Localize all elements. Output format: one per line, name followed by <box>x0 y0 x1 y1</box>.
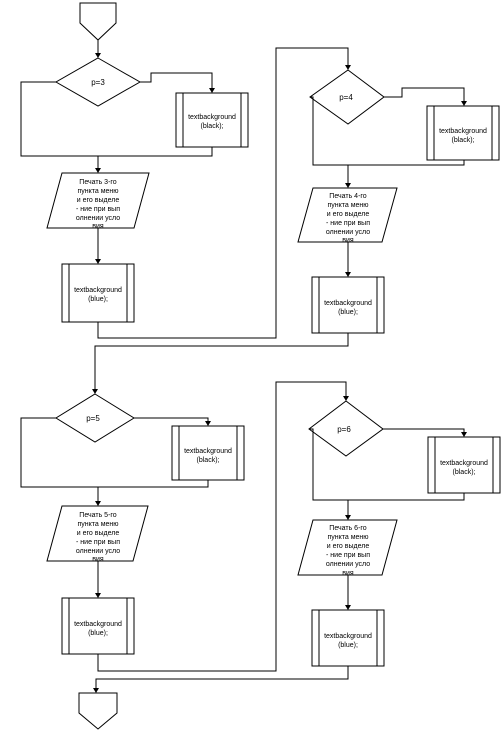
entry-connector <box>79 2 117 41</box>
print-line4: - ние при вып <box>76 539 120 546</box>
process-yes-line2: (black); <box>201 123 224 130</box>
process-no-line2: (blue); <box>338 309 358 316</box>
print-line2: пункта меню <box>327 534 368 541</box>
block-p6: p=6 textbackground (black); Печать 6-го … <box>93 400 501 693</box>
exit-connector <box>78 692 118 730</box>
process-box-yes <box>426 105 500 161</box>
process-box-no <box>61 263 135 323</box>
process-box-no <box>311 276 385 334</box>
process-box-yes <box>171 425 245 481</box>
print-line3: и его выделе <box>77 530 120 537</box>
print-line6: вия <box>342 237 354 244</box>
print-line4: - ние при вып <box>326 220 370 227</box>
process-no-line2: (blue); <box>88 296 108 303</box>
print-line6: вия <box>92 223 104 230</box>
process-no-line2: (blue); <box>88 630 108 637</box>
process-yes-line2: (black); <box>197 457 220 464</box>
print-parallelogram <box>46 172 150 229</box>
block-p3: p=3 textbackground (black); Печать 3-го … <box>20 40 351 339</box>
print-line5: олнении усло <box>76 215 120 222</box>
decision-diamond <box>55 393 135 443</box>
process-yes-line2: (black); <box>452 137 475 144</box>
process-no-line1: textbackground <box>74 287 122 294</box>
decision-label: p=3 <box>91 78 105 87</box>
print-line5: олнении усло <box>326 561 370 568</box>
print-parallelogram <box>46 505 149 562</box>
process-yes-line1: textbackground <box>188 114 236 121</box>
print-line1: Печать 3-го <box>79 179 116 186</box>
decision-diamond <box>54 57 142 107</box>
process-box-no <box>311 609 385 667</box>
process-yes-line1: textbackground <box>439 128 487 135</box>
decision-label: p=6 <box>337 425 351 434</box>
print-line2: пункта меню <box>327 202 368 209</box>
print-line6: вия <box>342 570 354 577</box>
print-line2: пункта меню <box>77 188 118 195</box>
decision-diamond <box>309 69 385 125</box>
print-line3: и его выделе <box>327 211 370 218</box>
process-yes-line2: (black); <box>453 469 476 476</box>
print-line1: Печать 6-го <box>329 525 366 532</box>
print-line1: Печать 5-го <box>79 512 116 519</box>
print-line4: - ние при вып <box>76 206 120 213</box>
print-parallelogram <box>297 187 398 243</box>
print-line4: - ние при вып <box>326 552 370 559</box>
print-line1: Печать 4-го <box>329 193 366 200</box>
process-no-line2: (blue); <box>338 642 358 649</box>
process-yes-line1: textbackground <box>440 460 488 467</box>
decision-diamond <box>308 400 384 457</box>
process-no-line1: textbackground <box>74 621 122 628</box>
print-line2: пункта меню <box>77 521 118 528</box>
process-yes-line1: textbackground <box>184 448 232 455</box>
print-line3: и его выделе <box>327 543 370 550</box>
process-box-yes <box>175 92 249 148</box>
decision-label: p=4 <box>339 93 353 102</box>
block-p5: p=5 textbackground (black); Печать 5-го … <box>20 381 349 672</box>
block-p4: p=4 textbackground (black); Печать 4-го … <box>92 69 500 394</box>
print-line5: олнении усло <box>326 229 370 236</box>
print-parallelogram <box>297 519 398 576</box>
decision-label: p=5 <box>86 414 100 423</box>
process-box-no <box>61 597 135 655</box>
print-line6: вия <box>92 556 104 563</box>
process-no-line1: textbackground <box>324 633 372 640</box>
process-box-yes <box>427 436 501 494</box>
print-line5: олнении усло <box>76 548 120 555</box>
process-no-line1: textbackground <box>324 300 372 307</box>
print-line3: и его выделе <box>77 197 120 204</box>
